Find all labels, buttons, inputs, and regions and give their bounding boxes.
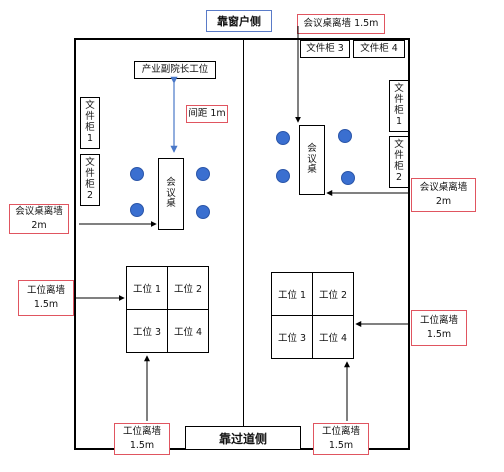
aisle-side-label: 靠过道侧 bbox=[185, 426, 301, 450]
chair-left-3 bbox=[196, 167, 210, 181]
note-top-right: 会议桌离墙 1.5m bbox=[297, 14, 385, 34]
chair-left-2 bbox=[130, 203, 144, 217]
desk-left-2: 工位 2 bbox=[167, 266, 209, 310]
chair-left-1 bbox=[130, 167, 144, 181]
chair-right-3 bbox=[338, 129, 352, 143]
window-side-label: 靠窗户侧 bbox=[206, 10, 272, 32]
chair-right-1 bbox=[276, 131, 290, 145]
cabinet-4: 文件柜 4 bbox=[353, 40, 405, 58]
cabinet-3: 文件柜 3 bbox=[300, 40, 350, 58]
chair-right-2 bbox=[276, 169, 290, 183]
meeting-table-right: 会议桌 bbox=[299, 125, 325, 195]
meeting-table-left: 会议桌 bbox=[158, 158, 184, 230]
chair-left-4 bbox=[196, 205, 210, 219]
desk-left-4: 工位 4 bbox=[167, 309, 209, 353]
chair-right-4 bbox=[341, 171, 355, 185]
desk-left-3: 工位 3 bbox=[126, 309, 168, 353]
center-divider bbox=[243, 38, 244, 450]
desk-right-3: 工位 3 bbox=[271, 315, 313, 359]
spacing-label: 间距 1m bbox=[186, 105, 228, 123]
desk-right-4: 工位 4 bbox=[312, 315, 354, 359]
